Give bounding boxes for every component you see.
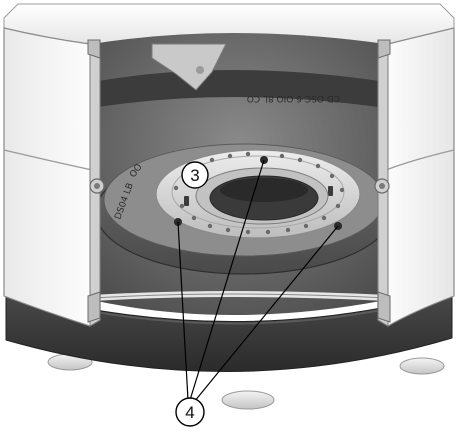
- callout-3-circle: [181, 161, 209, 189]
- callout-4-label: 4: [185, 403, 194, 422]
- leader-4-to-top-screw: [189, 159, 265, 401]
- right-clip-bottom: [377, 291, 391, 323]
- callout-4: 4: [175, 397, 205, 427]
- machine-feet: [47, 353, 445, 410]
- slot-marks: [184, 186, 333, 206]
- left-clip-bottom: [87, 291, 101, 323]
- front-rod-edge: [91, 293, 389, 299]
- right-panel: [377, 27, 455, 327]
- left-panel-seam: [3, 149, 93, 171]
- callout-4-circle: [175, 397, 205, 427]
- bore-depth: [220, 178, 308, 202]
- bolt-ring-inner-edge: [171, 155, 345, 229]
- rear-rim: [92, 70, 386, 108]
- right-panel-seam: [385, 149, 455, 171]
- base-band: [5, 289, 453, 372]
- top-bracket: [151, 43, 227, 91]
- right-clip-top: [377, 39, 391, 59]
- leader-4-to-left-screw: [177, 221, 189, 401]
- callout-3-label: 3: [190, 166, 199, 185]
- callout-3: 3: [181, 161, 209, 189]
- rear-engraving: CD OSC 6 OIO 8L CO: [247, 93, 340, 103]
- left-panel: [3, 27, 101, 327]
- callout-4-leaders: [177, 159, 339, 403]
- left-clip-top: [87, 39, 101, 59]
- bracket-bolt: [196, 66, 204, 74]
- leader-4-to-right-screw: [193, 225, 339, 403]
